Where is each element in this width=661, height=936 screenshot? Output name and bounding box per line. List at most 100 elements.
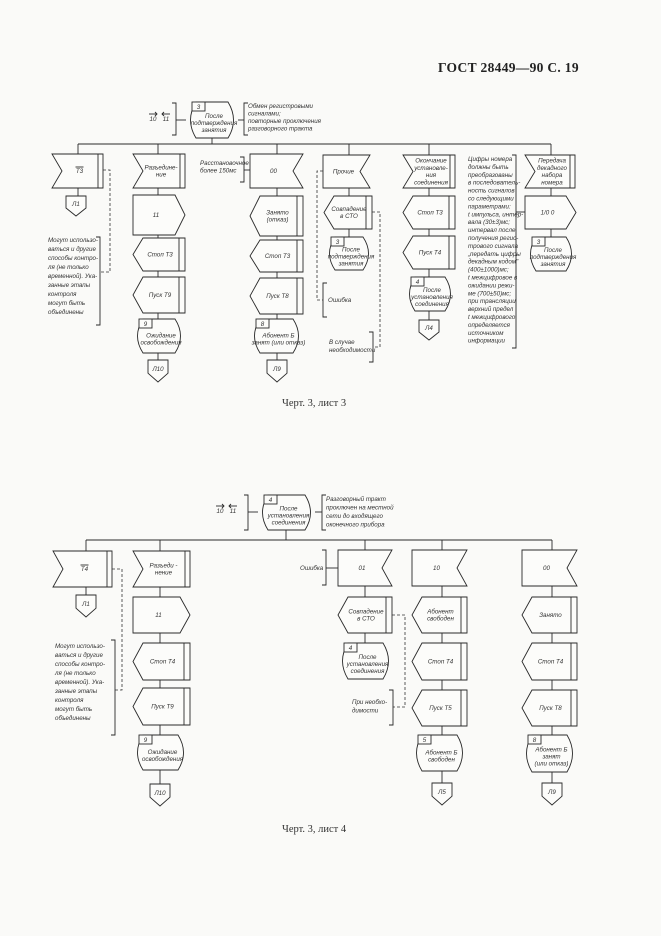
comment-text: разговорного тракта xyxy=(247,126,313,133)
input-shape xyxy=(524,154,576,189)
comment-text: способы контро- xyxy=(48,255,98,262)
connector-c5-conn: Л9 xyxy=(541,782,563,806)
arrow-head-icon xyxy=(221,503,225,509)
comment-bracket xyxy=(244,494,249,531)
comment-bracket xyxy=(512,154,517,349)
output-shape xyxy=(132,237,186,272)
label-text: декадного xyxy=(537,165,567,172)
output-signal-c4-out3: Пуск Т5 xyxy=(411,689,468,727)
output-shape xyxy=(132,596,191,634)
label-text: Стоп Т3 xyxy=(417,210,443,217)
output-shape xyxy=(337,596,393,634)
output-signal-c5-out3: Пуск Т8 xyxy=(521,689,578,727)
label-text: Пуск Т9 xyxy=(151,704,174,711)
comment-text: занные этапы xyxy=(54,688,98,695)
output-signal-c4-out2: Стоп Т4 xyxy=(411,642,468,681)
label-text: Занято xyxy=(539,612,562,619)
label-text: Абонент Б xyxy=(534,746,567,753)
comment-text: трового сигнала xyxy=(468,243,518,250)
comment-text: ля (не только xyxy=(47,264,89,271)
label-text: Ожидание xyxy=(148,749,178,756)
comment-text: В случае xyxy=(329,339,355,346)
state-number: 4 xyxy=(269,497,273,504)
comment-text: преобразованы xyxy=(468,172,513,179)
state-number: 4 xyxy=(349,645,353,652)
label-text: После xyxy=(544,247,563,254)
connector-shape xyxy=(431,782,453,806)
state-number-box xyxy=(138,734,153,745)
label-text: соединения xyxy=(351,668,385,675)
label-text: Пуск Т8 xyxy=(539,705,562,712)
output-shape xyxy=(249,239,304,273)
comment-text: сигналами; xyxy=(248,111,281,118)
state-number-box xyxy=(531,236,546,247)
input-signal-c5-in: 00 xyxy=(521,549,578,587)
comment-text: временной). Ука- xyxy=(55,679,104,686)
comment-text: способы контро- xyxy=(55,661,105,668)
label-text: Передача xyxy=(538,158,566,165)
state-number-box xyxy=(138,318,153,329)
input-shape xyxy=(322,154,371,189)
output-shape xyxy=(132,642,191,681)
state-number: 3 xyxy=(537,239,541,246)
label-text: в СТО xyxy=(340,213,358,220)
comment-text: Разговорный тракт xyxy=(326,496,386,503)
output-shape xyxy=(249,195,304,237)
state-number: 8 xyxy=(261,321,265,328)
comment-text: Цифры номера xyxy=(468,156,513,163)
comment-text: занные этапы xyxy=(47,282,91,289)
comment-text: Обмен регистровыми xyxy=(248,103,314,110)
state-number-box xyxy=(330,236,345,247)
label-text: номера xyxy=(541,179,563,186)
label-text: Л9 xyxy=(547,789,556,796)
state-number: 8 xyxy=(533,737,537,744)
label-text: (отказ) xyxy=(267,217,289,224)
label-text: подтверждения xyxy=(328,254,375,261)
input-signal-c4-in: Прочие xyxy=(322,154,371,189)
output-shape xyxy=(402,195,456,230)
label-text: 11 xyxy=(155,612,161,619)
comment-text: могут быть xyxy=(55,706,92,713)
comment-text: верхний предел xyxy=(468,306,514,313)
output-signal-c5-out1: Стоп Т3 xyxy=(402,195,456,230)
connector-shape xyxy=(418,319,440,341)
comment-text: со следующими xyxy=(468,196,514,203)
label-text: 10 xyxy=(433,565,440,572)
label-text: свободен xyxy=(427,616,454,623)
input-shape xyxy=(337,549,393,587)
comment-text: димости xyxy=(352,708,379,715)
input-shape xyxy=(52,550,113,588)
connector-shape xyxy=(149,783,171,807)
label-text: Разъеди - xyxy=(150,562,178,569)
comment-bracket xyxy=(172,102,177,136)
comment-text: ность сигналов xyxy=(468,188,515,195)
state-number-box xyxy=(191,101,206,112)
comment-text: временной). Ука- xyxy=(48,273,97,280)
comment-text: интервал после xyxy=(468,227,516,234)
label-text: ние xyxy=(156,172,167,179)
input-shape xyxy=(402,154,456,189)
output-signal-c5-out2: Пуск Т4 xyxy=(402,235,456,270)
label-text: После xyxy=(423,287,442,294)
state-number-box xyxy=(255,318,270,329)
output-signal-c3-out2: Стоп Т3 xyxy=(249,239,304,273)
label-text: После xyxy=(359,654,378,661)
label-text: T4 xyxy=(81,566,89,573)
comment-text: Ошибка xyxy=(300,565,324,572)
caption-sheet-4: Черт. 3, лист 4 xyxy=(282,824,347,835)
comment-text: получения регис- xyxy=(468,235,518,242)
comment-text: объединены xyxy=(55,715,91,722)
output-shape xyxy=(411,596,468,634)
comment-text: могут быть xyxy=(48,300,85,307)
comment-bracket xyxy=(96,236,101,326)
